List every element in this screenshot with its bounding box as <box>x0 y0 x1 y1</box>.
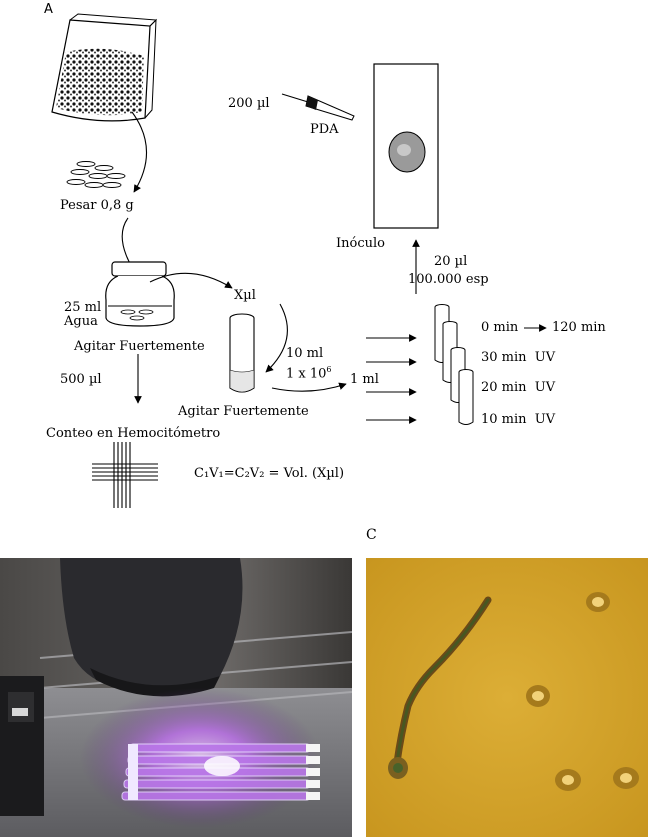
treatment-end-label: 120 min <box>552 320 606 335</box>
treatment-arrows <box>366 324 547 424</box>
hemocytometer-aliquot-label: 500 µl <box>60 372 102 387</box>
arrow-x-to-tube <box>265 303 288 373</box>
spore-count-label: 100.000 esp <box>408 272 489 287</box>
inoculum-plate-icon <box>373 63 439 229</box>
treatment-30min-label: 30 min UV <box>481 350 556 365</box>
dilution-tube-icon <box>229 313 255 393</box>
diagram-drawing <box>51 13 547 508</box>
treatment-tubes-icon <box>434 304 474 425</box>
sample-bag-icon <box>51 13 158 122</box>
treatment-10min-label: 10 min UV <box>481 412 556 427</box>
x-ul-label: Xµl <box>234 288 256 303</box>
panel-label-a: A <box>44 2 53 17</box>
uv-treatment-photo <box>0 558 352 837</box>
spore-volume-label: 20 µl <box>434 254 468 269</box>
jar-icon <box>105 261 175 327</box>
arrow-tube-to-1ml <box>271 382 347 392</box>
water-label: Agua <box>64 314 98 329</box>
inoculum-label: Inóculo <box>336 236 385 251</box>
shake-label-2: Agitar Fuertemente <box>178 404 309 419</box>
formula-label: C₁V₁=C₂V₂ = Vol. (Xµl) <box>194 466 345 481</box>
pipette-volume-label: 200 µl <box>228 96 270 111</box>
treatment-start-label: 0 min <box>481 320 519 335</box>
treatment-20min-label: 20 min UV <box>481 380 556 395</box>
pda-label: PDA <box>310 122 339 137</box>
dilution-concentration-label: 1 x 106 <box>286 365 332 382</box>
water-volume-label: 25 ml <box>64 300 102 315</box>
soil-pile-icon <box>66 161 126 188</box>
shake-label-1: Agitar Fuertemente <box>74 339 205 354</box>
spore-micrograph <box>366 558 648 837</box>
weigh-label: Pesar 0,8 g <box>60 198 134 213</box>
one-ml-label: 1 ml <box>350 372 379 387</box>
arrow-bag-to-weigh <box>131 111 148 193</box>
pipette-icon <box>281 93 355 121</box>
panel-label-c: C <box>366 527 377 543</box>
hemocytometer-grid-icon <box>92 442 158 508</box>
count-title: Conteo en Hemocitómetro <box>46 426 221 441</box>
dilution-volume-label: 10 ml <box>286 346 324 361</box>
arrow-jar-to-x <box>149 272 233 289</box>
